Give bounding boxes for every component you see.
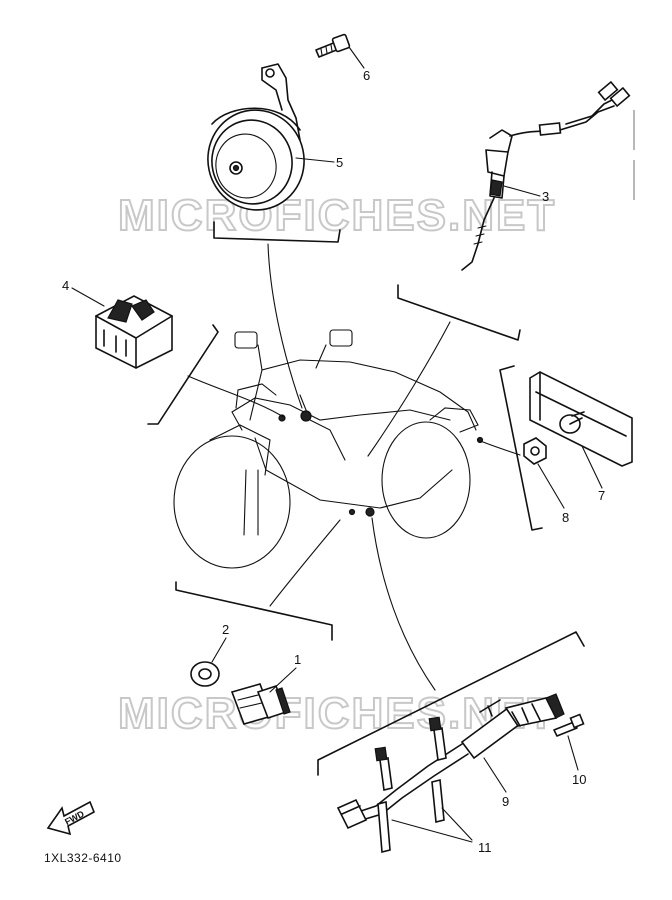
watermark-top: MICROFICHES.NET (118, 191, 556, 240)
leader-7 (581, 445, 603, 489)
leader-10 (567, 735, 579, 771)
bolt-part-6[interactable] (315, 33, 351, 58)
fwd-arrow-icon: FWD (46, 800, 96, 836)
callout-11: 11 (478, 840, 492, 855)
callout-2: 2 (222, 622, 229, 637)
plate-part-7[interactable] (529, 371, 633, 467)
callout-6: 6 (363, 68, 370, 83)
bracket-lines (147, 221, 585, 776)
leader-6 (348, 46, 365, 69)
washer-part-2[interactable] (190, 661, 220, 687)
nut-part-8[interactable] (523, 437, 547, 465)
motorcycle-outline (173, 329, 484, 569)
sensor-part-1[interactable] (230, 683, 291, 725)
watermark-bottom: MICROFICHES.NET (118, 689, 556, 738)
leader-11 (391, 807, 473, 843)
callout-9: 9 (502, 794, 509, 809)
bands-part-11[interactable] (374, 716, 447, 854)
leader-2 (211, 637, 227, 663)
callout-10: 10 (572, 772, 586, 787)
callout-4: 4 (62, 278, 69, 293)
leader-5 (295, 157, 335, 163)
leader-8 (537, 463, 565, 509)
diagram-code: 1XL332-6410 (44, 851, 122, 865)
harness-part-9[interactable] (336, 693, 565, 830)
relay-part-4[interactable] (95, 295, 173, 369)
leader-3 (503, 185, 541, 197)
callout-3: 3 (542, 189, 549, 204)
leader-4 (71, 287, 105, 307)
leader-9 (483, 757, 507, 793)
leader-1 (269, 667, 297, 693)
screw-part-10[interactable] (553, 713, 585, 737)
switch-part-3[interactable] (461, 80, 631, 271)
callout-5: 5 (336, 155, 343, 170)
horn-part-5[interactable] (199, 63, 314, 219)
callout-7: 7 (598, 488, 605, 503)
callout-8: 8 (562, 510, 569, 525)
callout-1: 1 (294, 652, 301, 667)
